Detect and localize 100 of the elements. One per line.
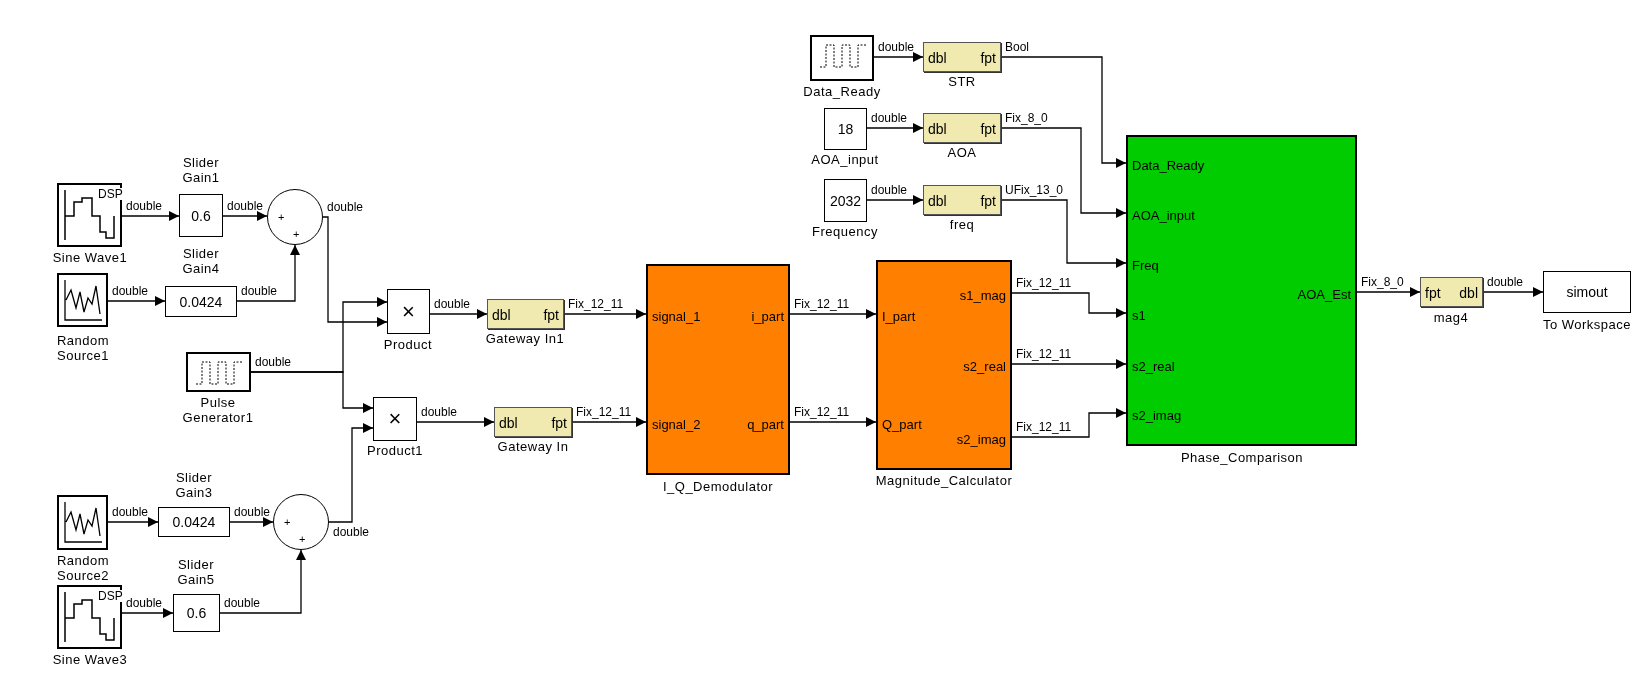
subsystem-block xyxy=(876,260,1012,470)
signal-arrow xyxy=(866,123,924,133)
block-name: I_Q_Demodulator xyxy=(661,479,775,494)
signal-arrow xyxy=(1011,359,1127,369)
type-label: dbl xyxy=(492,308,511,322)
block-name: Sine Wave1 xyxy=(51,250,129,265)
signal-type-label: double xyxy=(421,405,458,419)
gain-block xyxy=(165,286,237,317)
block-name: Sine Wave3 xyxy=(51,652,129,667)
product-block xyxy=(387,289,430,334)
block-name: Slider Gain4 xyxy=(181,246,221,276)
block-name: Magnitude_Calculator xyxy=(874,473,1014,488)
port-label: Q_part xyxy=(882,417,922,431)
block-name: Slider Gain1 xyxy=(181,155,221,185)
port-label: Data_Ready xyxy=(1132,158,1205,172)
type-label: fpt xyxy=(980,51,996,65)
block-name: To Workspace xyxy=(1541,317,1633,332)
signal-type-label: double xyxy=(871,111,908,125)
signal-type-label: Fix_12_11 xyxy=(1016,420,1072,434)
type-label: fpt xyxy=(543,308,559,322)
signal-arrow xyxy=(236,244,300,302)
type-label: fpt xyxy=(980,122,996,136)
block-name: Frequency xyxy=(811,224,879,239)
signal-arrow xyxy=(1000,199,1127,268)
signal-type-label: double xyxy=(434,297,471,311)
type-label: fpt xyxy=(1425,286,1441,300)
subsystem-block xyxy=(1126,135,1357,446)
block-name: STR xyxy=(947,74,977,89)
signal-type-label: UFix_13_0 xyxy=(1005,183,1064,197)
signal-arrow xyxy=(107,517,159,527)
signal-type-label: double xyxy=(1487,275,1524,289)
signal-arrow xyxy=(250,371,374,413)
block-name: Gateway In1 xyxy=(484,331,566,346)
block-name: Phase_Comparison xyxy=(1179,450,1305,465)
gain-value: 0.0424 xyxy=(179,294,223,309)
block-name: Product1 xyxy=(365,443,424,458)
type-label: dbl xyxy=(499,416,518,430)
gain-block xyxy=(179,194,223,237)
constant-value: 2032 xyxy=(829,193,862,208)
port-label: AOA_Est xyxy=(1297,287,1351,301)
sign-label: + xyxy=(299,533,306,545)
sign-label: + xyxy=(278,211,285,223)
gain-value: 0.6 xyxy=(186,606,207,620)
variable-name: simout xyxy=(1566,285,1608,299)
signal-arrow xyxy=(107,296,166,306)
sign-label: + xyxy=(284,516,291,528)
gain-block xyxy=(158,507,230,537)
signal-arrow xyxy=(789,417,877,427)
signal-arrow xyxy=(328,423,374,523)
subsystem-block xyxy=(646,264,790,475)
block-name: Gateway In xyxy=(496,439,570,454)
pulse-generator-block xyxy=(810,35,874,81)
signal-type-label: double xyxy=(126,199,163,213)
port-label: s1_mag xyxy=(959,288,1006,302)
signal-arrow xyxy=(429,309,488,319)
type-label: dbl xyxy=(928,51,947,65)
signal-type-label: double xyxy=(112,505,149,519)
constant-block xyxy=(824,108,867,150)
port-label: signal_2 xyxy=(652,417,701,431)
block-name: Product xyxy=(382,337,434,352)
port-label: s2_imag xyxy=(956,432,1006,446)
type-label: dbl xyxy=(928,122,947,136)
signal-type-label: Fix_12_11 xyxy=(794,405,850,419)
icon-text: DSP xyxy=(98,590,123,602)
gateway-block xyxy=(487,299,564,329)
gateway-block xyxy=(923,42,1001,72)
block-name: Random Source1 xyxy=(55,333,111,363)
product-block xyxy=(373,397,417,441)
icon-text: DSP xyxy=(98,188,123,200)
signal-arrow xyxy=(1000,56,1127,168)
signal-type-label: double xyxy=(224,596,261,610)
signal-type-label: Fix_8_0 xyxy=(1005,111,1048,125)
block-name: AOA xyxy=(946,145,978,160)
signal-arrow xyxy=(222,211,268,221)
signal-type-label: double xyxy=(241,284,278,298)
gateway-block xyxy=(494,407,572,437)
signal-arrow xyxy=(789,309,877,319)
block-name: mag4 xyxy=(1432,310,1470,325)
type-label: dbl xyxy=(1459,286,1478,300)
signal-type-label: Fix_12_11 xyxy=(576,405,632,419)
signal-arrow xyxy=(121,211,180,221)
signal-type-label: double xyxy=(126,596,163,610)
signal-type-label: double xyxy=(878,40,915,54)
port-label: i_part xyxy=(751,309,784,323)
sum-block xyxy=(267,189,323,245)
signal-arrow xyxy=(1000,127,1127,218)
signal-arrow xyxy=(1356,287,1421,297)
operator-symbol: × xyxy=(388,408,402,430)
signal-arrow xyxy=(1011,292,1127,318)
signal-type-label: Fix_12_11 xyxy=(794,297,850,311)
pulse-generator-block xyxy=(186,352,251,392)
signal-type-label: double xyxy=(112,284,149,298)
signal-type-label: Fix_8_0 xyxy=(1361,275,1404,289)
type-label: fpt xyxy=(551,416,567,430)
signal-arrow xyxy=(229,517,274,527)
signal-arrow xyxy=(873,52,924,62)
port-label: signal_1 xyxy=(652,309,701,323)
signal-type-label: double xyxy=(333,525,370,539)
port-label: AOA_input xyxy=(1132,208,1195,222)
type-label: dbl xyxy=(928,194,947,208)
